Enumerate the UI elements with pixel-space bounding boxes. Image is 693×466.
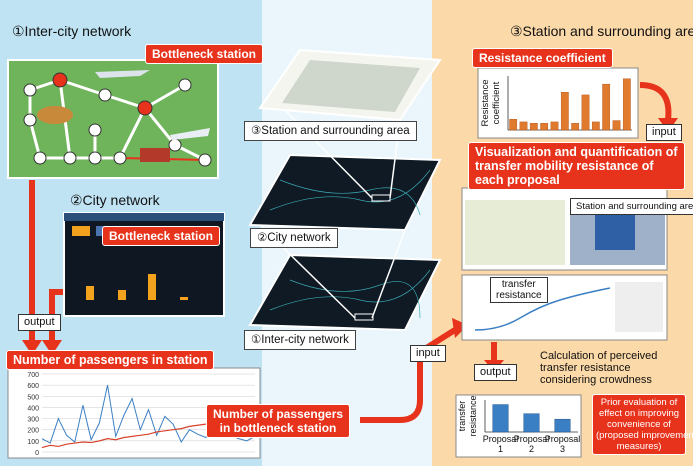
resistance-bar xyxy=(509,118,518,131)
layer-label: ①Inter-city network xyxy=(244,330,356,350)
y-tick-label: 100 xyxy=(27,439,39,446)
y-tick-label: 700 xyxy=(27,372,39,379)
bottleneck-node xyxy=(52,72,68,88)
city-bar xyxy=(118,290,126,300)
label-line: transfer xyxy=(501,279,536,290)
resistance-bar xyxy=(571,123,580,131)
y-tick-label: 600 xyxy=(27,383,39,390)
bus-icon xyxy=(140,148,170,162)
text-line: considering crowdness xyxy=(540,374,652,386)
label-line: each proposal xyxy=(475,173,560,187)
visualization-label: Visualization and quantification of tran… xyxy=(468,142,685,190)
x-tick-label: Proposal xyxy=(514,434,550,444)
city-bar xyxy=(180,297,188,300)
label-line: Number of passengers xyxy=(213,407,344,421)
resistance-bar xyxy=(550,121,559,131)
label-line: Visualization and quantification of xyxy=(475,145,678,159)
city-bar xyxy=(148,274,156,300)
output-label: output xyxy=(18,314,61,331)
arrow-input xyxy=(360,325,460,423)
resistance-bar xyxy=(622,78,631,131)
text-line: Calculation of perceived xyxy=(540,350,658,362)
resistance-bar xyxy=(529,123,538,131)
resistance-bar xyxy=(581,94,590,131)
label-line: transfer mobility resistance of xyxy=(475,159,654,173)
output-label: output xyxy=(474,364,517,381)
transfer-resistance-label: transfer resistance xyxy=(490,277,548,303)
line-chart: 700 600 500 400 300 200 100 0 xyxy=(27,372,256,457)
passengers-station-label: Number of passengers in station xyxy=(6,350,215,370)
resistance-bar xyxy=(612,120,621,131)
bottleneck-label: Bottleneck station xyxy=(145,44,264,64)
bottleneck-label: Bottleneck station xyxy=(102,226,221,246)
y-tick-label: 200 xyxy=(27,428,39,435)
label-line: convenience of xyxy=(607,419,671,430)
x-tick-label: Proposal xyxy=(545,434,581,444)
y-axis-label: coefficient xyxy=(491,81,502,124)
resistance-coefficient-label: Resistance coefficient xyxy=(472,48,613,68)
x-tick-label: 1 xyxy=(498,444,503,454)
proposal-bar xyxy=(492,404,509,433)
city-bars xyxy=(86,274,188,300)
x-tick-label: 2 xyxy=(529,444,534,454)
inter-city-plane xyxy=(248,253,442,332)
section-title: ③Station and surrounding area xyxy=(510,23,693,39)
bottleneck-node xyxy=(137,100,153,116)
y-tick-label: 500 xyxy=(27,394,39,401)
label-line: Prior evaluation of xyxy=(600,397,678,408)
prior-evaluation-label: Prior evaluation of effect on improving … xyxy=(592,394,693,455)
resistance-bar xyxy=(591,121,600,131)
resistance-bar xyxy=(540,123,549,131)
calculation-text: Calculation of perceived transfer resist… xyxy=(540,350,657,386)
label-line: resistance xyxy=(496,290,542,301)
arrow-input xyxy=(639,82,672,121)
train-icon xyxy=(170,128,210,140)
label-line: effect on improving xyxy=(598,408,680,419)
y-axis-label: transfer xyxy=(457,401,467,432)
ship-icon xyxy=(37,106,73,124)
input-label: input xyxy=(646,124,682,141)
resistance-bar xyxy=(519,121,528,131)
y-axis-label: Resistance xyxy=(480,80,491,127)
section-title: ②City network xyxy=(70,192,160,208)
airplane-icon xyxy=(95,70,150,78)
city-bar xyxy=(86,286,94,300)
station-area-label: Station and surrounding area xyxy=(570,198,693,215)
resistance-bar xyxy=(560,91,569,131)
layer-label: ②City network xyxy=(250,228,338,248)
city-plane xyxy=(248,153,442,232)
label-line: in bottleneck station xyxy=(219,421,337,435)
resistance-bar xyxy=(602,83,611,131)
text-line: transfer resistance xyxy=(540,362,631,374)
passengers-bottleneck-label: Number of passengers in bottleneck stati… xyxy=(206,404,351,438)
input-label: input xyxy=(410,345,446,362)
y-tick-label: 300 xyxy=(27,417,39,424)
proposal-bar xyxy=(523,413,540,433)
x-tick-label: 3 xyxy=(560,444,565,454)
label-line: measures) xyxy=(616,441,662,452)
y-tick-label: 400 xyxy=(27,405,39,412)
layer-label: ③Station and surrounding area xyxy=(244,121,417,141)
label-line: (proposed improvement xyxy=(596,430,693,441)
y-tick-label: 0 xyxy=(35,450,39,457)
x-tick-label: Proposal xyxy=(483,434,519,444)
proposal-bar xyxy=(554,418,571,433)
y-axis-label: resistance xyxy=(468,395,478,436)
section-title: ①Inter-city network xyxy=(12,23,132,39)
